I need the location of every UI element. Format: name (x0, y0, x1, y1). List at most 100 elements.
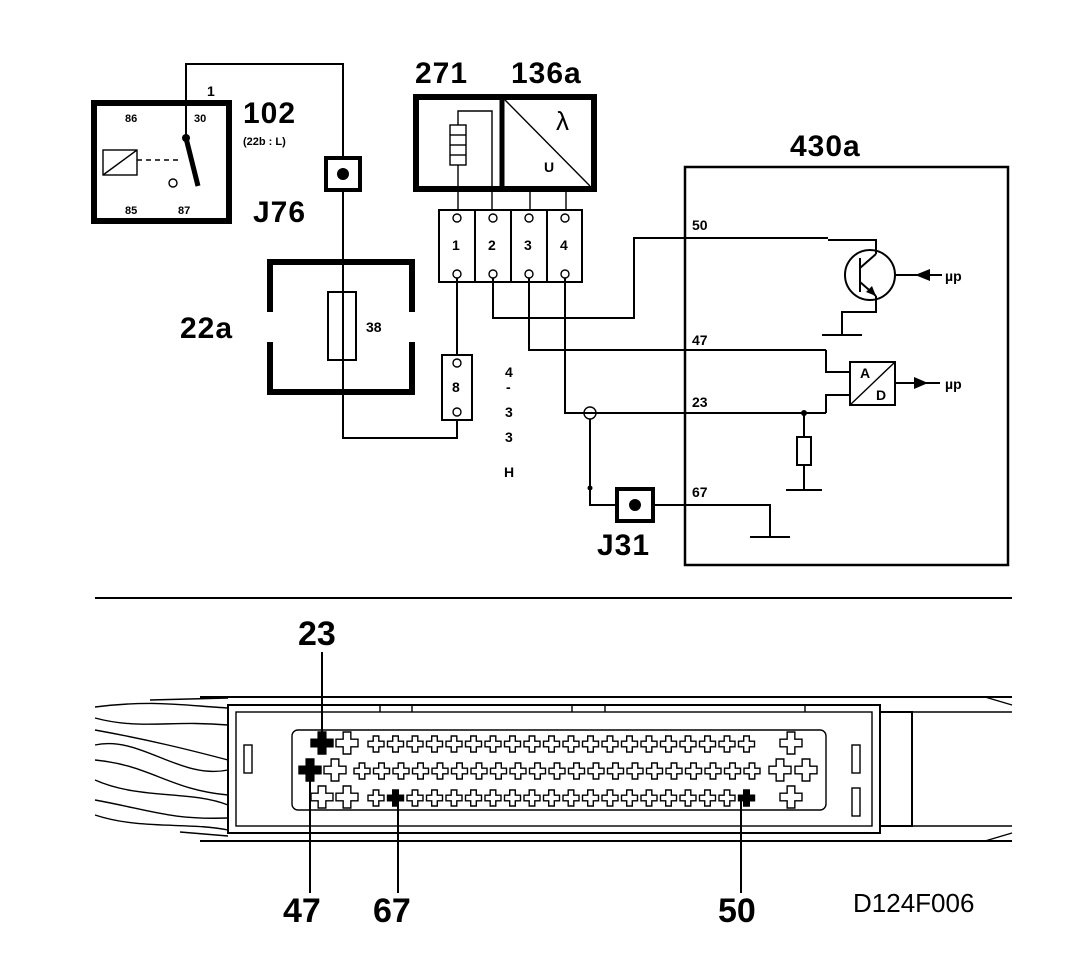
pin (645, 762, 664, 780)
pin (601, 735, 619, 753)
ecu-id: 430a (790, 130, 861, 163)
wire-shield-j31 (589, 419, 617, 506)
ad-converter-d: D (876, 387, 886, 403)
sensor-id-136a: 136a (511, 57, 582, 90)
pin (445, 735, 463, 753)
j31-label: J31 (597, 529, 650, 562)
pin (659, 735, 678, 753)
pin (425, 789, 444, 807)
pin-callout-23: 23 (298, 615, 336, 653)
pin-callout-67: 67 (373, 892, 411, 930)
pin (386, 735, 405, 753)
pin (542, 789, 561, 807)
pin (698, 735, 717, 753)
sensor-271-136a: λ U 271 136a (413, 57, 597, 210)
pin (718, 789, 736, 807)
wire-j76-block (342, 190, 458, 439)
relay-terminal-1: 1 (207, 83, 215, 99)
pin (562, 735, 580, 753)
wire-relay-j76 (185, 63, 344, 158)
pin (372, 762, 391, 780)
j76-label: J76 (253, 196, 306, 229)
pin (779, 731, 803, 755)
pin (523, 735, 541, 753)
wire-code-2: 3 (505, 404, 513, 420)
pin (450, 762, 469, 780)
pin (425, 735, 444, 753)
pin (718, 735, 736, 753)
pin-67 (386, 789, 405, 807)
pin-23 (310, 731, 334, 755)
pin-callout-47: 47 (283, 892, 321, 930)
relay-sub-label: (22b : L) (243, 136, 286, 148)
pin (704, 762, 722, 780)
wire-block-8: 8 (441, 354, 473, 421)
ecu-430a: 430a 50 47 23 67 µp A D µp (655, 130, 1010, 567)
pin (392, 762, 410, 780)
pin (367, 789, 385, 807)
wire-pin2-ecu50 (492, 237, 685, 319)
pin (606, 762, 625, 780)
pin (768, 758, 792, 782)
ecu-pin-23: 23 (692, 394, 708, 410)
pin (445, 789, 463, 807)
wire-code-0: 4 (505, 364, 513, 380)
pin (503, 735, 522, 753)
pin (684, 762, 703, 780)
pin (779, 785, 803, 809)
fuse-box-id: 22a (180, 312, 233, 345)
pin (310, 785, 334, 809)
sensor-id-271: 271 (415, 57, 468, 90)
pin (640, 789, 658, 807)
fuse-box-22a: 22a 38 (180, 259, 416, 395)
reference-code: D124F006 (853, 888, 974, 918)
pin (406, 789, 424, 807)
wire-pin3-ecu47 (528, 278, 826, 351)
wire-block-number: 8 (452, 379, 460, 395)
u-symbol: U (544, 159, 554, 175)
pin (509, 762, 527, 780)
pin (620, 789, 639, 807)
pin (794, 758, 818, 782)
pin (723, 762, 742, 780)
ecu-pin-67: 67 (692, 484, 708, 500)
pin (626, 762, 644, 780)
pin (640, 735, 658, 753)
pin (743, 762, 761, 780)
pin (484, 789, 502, 807)
connector-pin-1: 1 (452, 237, 460, 253)
fuse-number: 38 (366, 319, 382, 335)
microprocessor-label-2: µp (945, 376, 962, 392)
pin (411, 762, 430, 780)
pin (679, 789, 697, 807)
pin (484, 735, 502, 753)
junction-j31: J31 (597, 487, 655, 562)
ecu-pin-47: 47 (692, 332, 708, 348)
connector-4pin: 1 2 3 4 (438, 209, 583, 283)
pin (323, 758, 347, 782)
pin (679, 735, 697, 753)
pin (464, 789, 483, 807)
pin (659, 789, 678, 807)
pin (548, 762, 566, 780)
pin (601, 789, 619, 807)
pin (367, 735, 385, 753)
pin (620, 735, 639, 753)
wire-code: 4 - 3 3 H (504, 364, 514, 480)
wire-pin4-ecu23 (564, 278, 826, 414)
pin (335, 731, 359, 755)
relay-terminal-30: 30 (194, 113, 206, 125)
relay-id: 102 (243, 97, 296, 130)
pin (698, 789, 717, 807)
ecu-pin-50: 50 (692, 217, 708, 233)
pin (503, 789, 522, 807)
pin (587, 762, 605, 780)
pin (470, 762, 488, 780)
pin (581, 789, 600, 807)
pin (562, 789, 580, 807)
pin (523, 789, 541, 807)
pin-callout-50: 50 (718, 892, 756, 930)
connector-pin-4: 4 (560, 237, 568, 253)
pin (431, 762, 449, 780)
